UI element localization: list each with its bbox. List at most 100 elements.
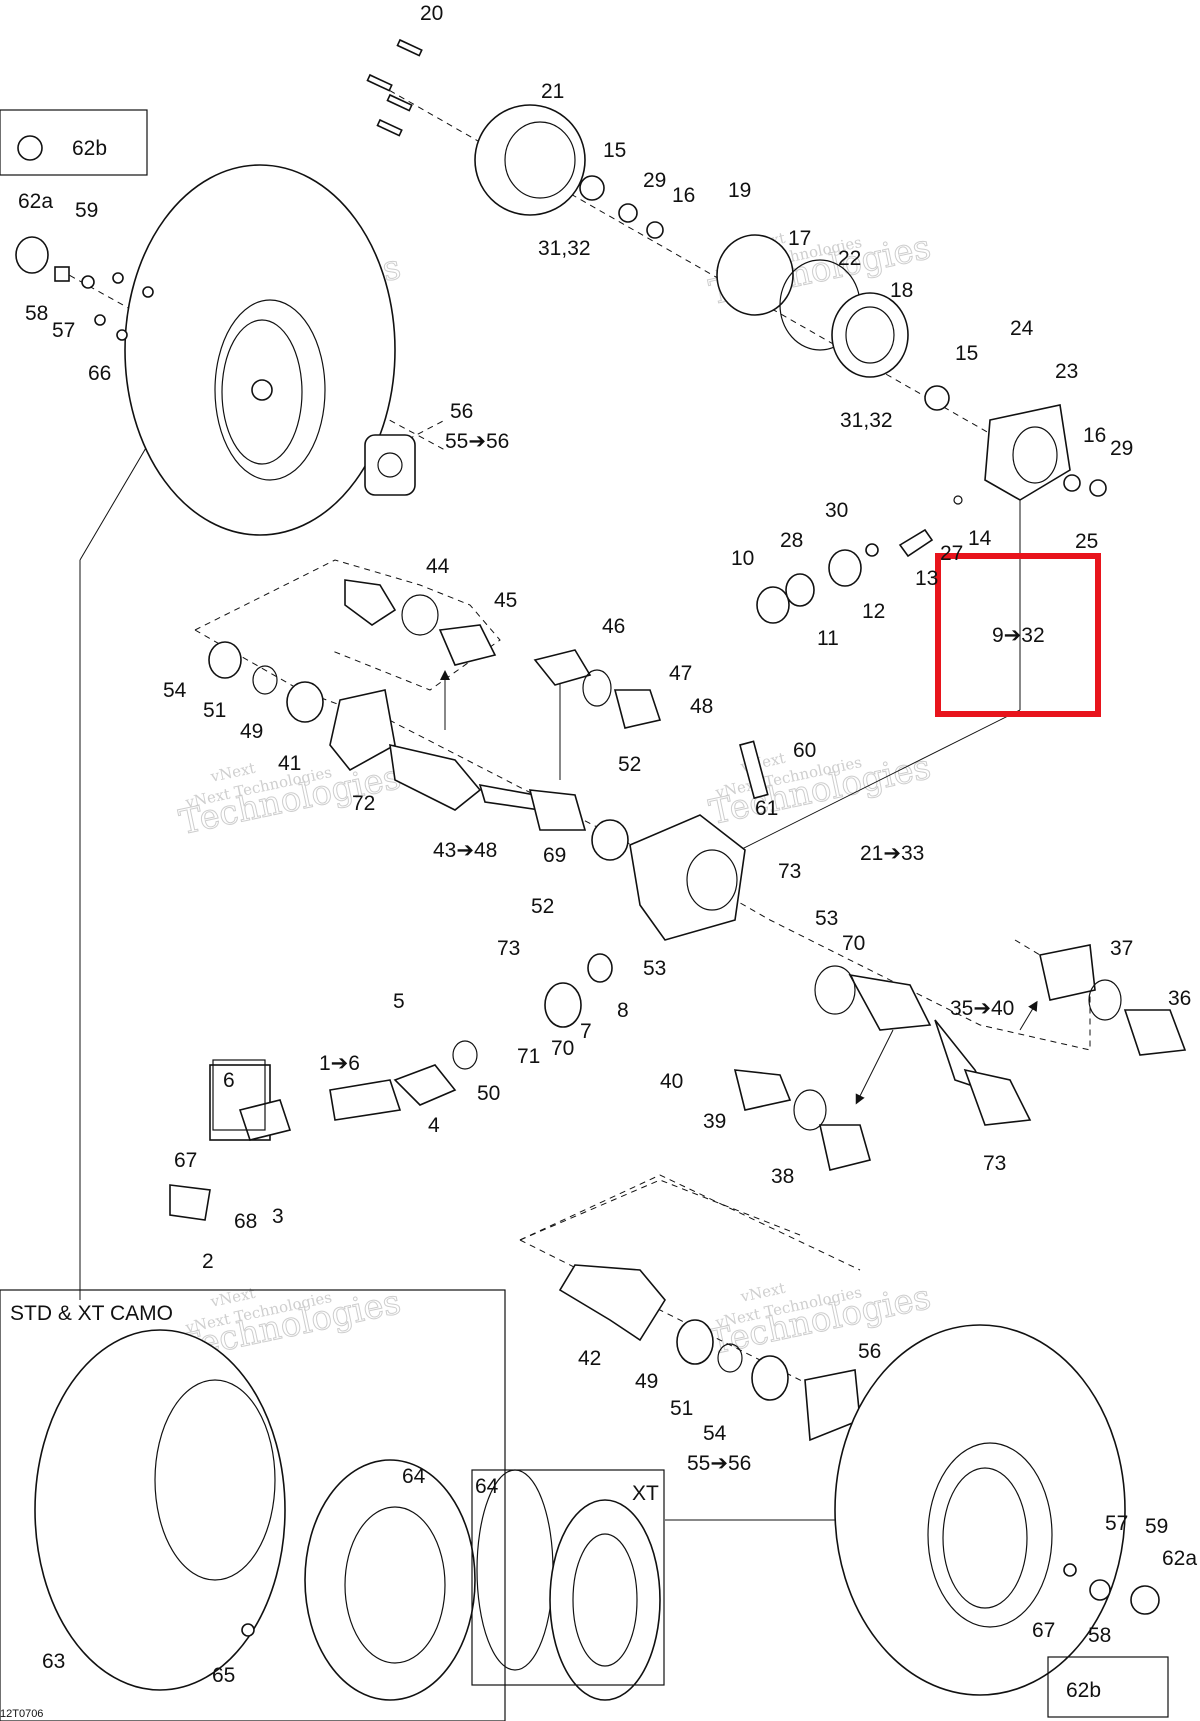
callout[interactable]: 24 (1010, 317, 1034, 340)
callout[interactable]: 73 (983, 1152, 1006, 1175)
callout[interactable]: 62b (1066, 1679, 1101, 1702)
callout[interactable]: 67 (1032, 1619, 1055, 1642)
callout[interactable]: 54 (163, 679, 187, 702)
callout[interactable]: 55➔56 (445, 430, 509, 453)
callout[interactable]: 10 (731, 547, 754, 570)
callout[interactable]: 54 (703, 1422, 727, 1445)
callout[interactable]: 38 (771, 1165, 794, 1188)
callout[interactable]: 36 (1168, 987, 1191, 1010)
callout[interactable]: 29 (1110, 437, 1133, 460)
callout[interactable]: 2 (202, 1250, 214, 1273)
callout[interactable]: 53 (815, 907, 838, 930)
callout[interactable]: 49 (635, 1370, 658, 1393)
callout[interactable]: 47 (669, 662, 692, 685)
callout[interactable]: 16 (1083, 424, 1106, 447)
callout[interactable]: 31,32 (840, 409, 893, 432)
callout[interactable]: 20 (420, 2, 443, 25)
callout[interactable]: 57 (1105, 1512, 1128, 1535)
callout[interactable]: 66 (88, 362, 111, 385)
callout[interactable]: 63 (42, 1650, 65, 1673)
callout[interactable]: 59 (1145, 1515, 1168, 1538)
callout[interactable]: 62b (72, 137, 107, 160)
boot-37-36 (1039, 944, 1187, 1056)
callout[interactable]: 18 (890, 279, 913, 302)
highlight-box[interactable] (935, 553, 1101, 717)
callout[interactable]: 39 (703, 1110, 726, 1133)
callout[interactable]: 71 (517, 1045, 540, 1068)
callout[interactable]: 52 (531, 895, 554, 918)
knuckle-41 (329, 689, 396, 772)
callout[interactable]: 58 (25, 302, 48, 325)
callout[interactable]: 22 (838, 247, 861, 270)
callout[interactable]: 57 (52, 319, 75, 342)
callout[interactable]: 21➔33 (860, 842, 924, 865)
callout[interactable]: 44 (426, 555, 450, 578)
callout[interactable]: 11 (817, 627, 839, 650)
callout[interactable]: 69 (543, 844, 566, 867)
callout[interactable]: 31,32 (538, 237, 591, 260)
callout[interactable]: 56 (858, 1340, 881, 1363)
callout[interactable]: 60 (793, 739, 816, 762)
callout[interactable]: 53 (643, 957, 666, 980)
callout[interactable]: 45 (494, 589, 517, 612)
callout[interactable]: 70 (842, 932, 865, 955)
callout[interactable]: 1➔6 (319, 1052, 360, 1075)
callout[interactable]: 46 (602, 615, 625, 638)
callout[interactable]: 68 (234, 1210, 257, 1233)
callout[interactable]: 23 (1055, 360, 1078, 383)
callout[interactable]: 14 (968, 527, 992, 550)
callout[interactable]: 52 (618, 753, 641, 776)
callout[interactable]: 6 (223, 1069, 235, 1092)
callout[interactable]: 4 (428, 1114, 440, 1137)
callout[interactable]: 72 (352, 792, 375, 815)
callout[interactable]: 8 (617, 999, 629, 1022)
callout[interactable]: 25 (1075, 530, 1098, 553)
callout[interactable]: 67 (174, 1149, 197, 1172)
diff-cover-23 (984, 404, 1107, 501)
callout[interactable]: 29 (643, 169, 666, 192)
callout[interactable]: 55➔56 (687, 1452, 751, 1475)
callout[interactable]: 64 (402, 1465, 426, 1488)
callout[interactable]: 43➔48 (433, 839, 497, 862)
callout[interactable]: 17 (788, 227, 811, 250)
ring-gear-assembly-17 (716, 234, 950, 411)
callout[interactable]: 62a (1162, 1547, 1197, 1570)
callout[interactable]: 16 (672, 184, 695, 207)
callout[interactable]: 13 (915, 567, 938, 590)
callout[interactable]: 41 (278, 752, 301, 775)
callout[interactable]: 35➔40 (950, 997, 1014, 1020)
callout[interactable]: 61 (755, 797, 778, 820)
callout[interactable]: 50 (477, 1082, 500, 1105)
callout[interactable]: 40 (660, 1070, 683, 1093)
callout[interactable]: 56 (450, 400, 473, 423)
callout[interactable]: 28 (780, 529, 803, 552)
callout[interactable]: 51 (203, 699, 226, 722)
callout[interactable]: 15 (955, 342, 978, 365)
xt-title: XT (632, 1482, 659, 1505)
callout[interactable]: 27 (940, 542, 963, 565)
callout[interactable]: 70 (551, 1037, 574, 1060)
callout[interactable]: 30 (825, 499, 848, 522)
callout[interactable]: 42 (578, 1347, 601, 1370)
callout[interactable]: 37 (1110, 937, 1133, 960)
boot-46-47 (533, 649, 662, 729)
callout[interactable]: 7 (580, 1020, 592, 1043)
xt-wheel-group (476, 1469, 661, 1701)
callout[interactable]: 3 (272, 1205, 284, 1228)
callout[interactable]: 65 (212, 1664, 235, 1687)
callout[interactable]: 15 (603, 139, 626, 162)
callout[interactable]: 73 (497, 937, 520, 960)
callout[interactable]: 19 (728, 179, 751, 202)
callout[interactable]: 5 (393, 990, 405, 1013)
callout[interactable]: 73 (778, 860, 801, 883)
callout[interactable]: 48 (690, 695, 713, 718)
callout[interactable]: 64 (475, 1475, 499, 1498)
callout[interactable]: 21 (541, 80, 564, 103)
callout[interactable]: 58 (1088, 1624, 1111, 1647)
callout[interactable]: 12 (862, 600, 885, 623)
callout[interactable]: 59 (75, 199, 98, 222)
callout[interactable]: 62a (18, 190, 53, 213)
callout[interactable]: 51 (670, 1397, 693, 1420)
callout[interactable]: 49 (240, 720, 263, 743)
bottom-right-tire (834, 1324, 1160, 1696)
